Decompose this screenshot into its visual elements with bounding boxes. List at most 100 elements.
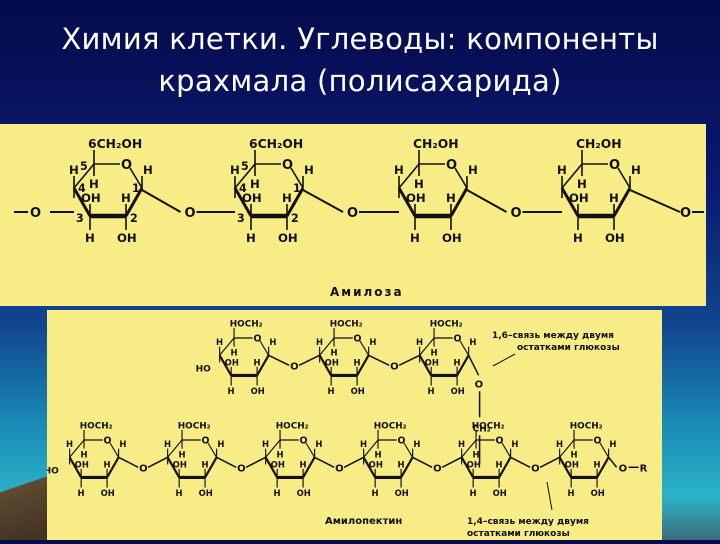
- atom-label: O: [103, 436, 111, 447]
- ring-bond: [319, 337, 335, 356]
- atom-label: H: [430, 347, 437, 357]
- branch-oxygen: O: [475, 379, 484, 390]
- glycosidic-bond: [539, 456, 560, 468]
- atom-label: H: [609, 191, 619, 205]
- ring-bond: [461, 439, 477, 458]
- atom-label: 5: [80, 160, 88, 173]
- atom-label: O: [593, 436, 601, 447]
- atom-label: H: [568, 488, 575, 498]
- atom-label: H: [276, 449, 283, 459]
- note-16-pointer: [492, 353, 516, 367]
- atom-label: OH: [493, 488, 507, 498]
- atom-label: H: [121, 191, 131, 205]
- slide-title: Химия клетки. Углеводы: компоненты крахм…: [0, 18, 720, 102]
- branch-ch2: CH₂: [473, 424, 491, 434]
- atom-label: H: [201, 459, 208, 469]
- ring-bond: [68, 456, 83, 478]
- oxygen-bridge: O: [390, 361, 399, 372]
- ring-bond: [219, 337, 235, 356]
- ring-bond: [256, 354, 270, 376]
- atom-label: OH: [351, 386, 365, 396]
- atom-label: H: [410, 231, 420, 245]
- atom-label: OH: [442, 231, 462, 245]
- ring-bond: [599, 442, 610, 458]
- atom-label: OH: [297, 488, 311, 498]
- bond-16-note-line-2: остатками глюкозы: [517, 343, 620, 353]
- ring-bond: [561, 163, 583, 189]
- atom-label: H: [228, 386, 235, 396]
- atom-label: O: [253, 334, 261, 345]
- ring-bond: [356, 354, 370, 376]
- atom-label: 6CH₂OH: [88, 137, 142, 151]
- atom-label: H: [176, 488, 183, 498]
- ring-bond: [400, 456, 414, 478]
- oxygen-bridge: O: [433, 463, 442, 474]
- atom-label: H: [458, 439, 465, 449]
- atom-label: OH: [406, 191, 426, 205]
- atom-label: 1: [293, 182, 301, 195]
- atom-label: H: [328, 386, 335, 396]
- atom-label: CH₂OH: [413, 137, 459, 151]
- oxygen-bridge: O: [139, 463, 148, 474]
- atom-label: H: [374, 449, 381, 459]
- glycosidic-bond: [629, 189, 681, 213]
- glycosidic-bond: [216, 456, 237, 468]
- glycosidic-bond: [118, 456, 139, 468]
- atom-label: H: [315, 439, 322, 449]
- atom-label: O: [353, 334, 361, 345]
- atom-label: HOCH₂: [472, 421, 505, 431]
- ring-bond: [124, 187, 144, 217]
- atom-label: OH: [271, 459, 285, 469]
- atom-label: OH: [75, 459, 89, 469]
- ring-bond: [264, 456, 279, 478]
- atom-label: O: [453, 334, 461, 345]
- bond-14-note-line-1: 1,4–связь между двумя: [467, 517, 589, 527]
- ring-bond: [318, 354, 333, 376]
- atom-label: OH: [395, 488, 409, 498]
- atom-label: H: [274, 488, 281, 498]
- atom-label: HOCH₂: [330, 319, 363, 329]
- atom-label: H: [573, 231, 583, 245]
- glycosidic-bond: [398, 354, 420, 366]
- atom-label: OH: [101, 488, 115, 498]
- ring-bond: [559, 439, 575, 458]
- atom-label: O: [397, 436, 405, 447]
- atom-label: H: [369, 337, 376, 347]
- glycosidic-bond: [412, 456, 433, 468]
- atom-label: H: [299, 459, 306, 469]
- ring-bond: [454, 167, 468, 189]
- branch-bond: [467, 354, 480, 376]
- atom-label: H: [414, 177, 424, 191]
- atom-label: OH: [173, 459, 187, 469]
- atom-label: OH: [278, 231, 298, 245]
- ring-bond: [359, 340, 370, 356]
- atom-label: H: [468, 163, 478, 177]
- bond-16-note-line-1: 1,6–связь между двумя: [492, 331, 614, 341]
- atom-label: OH: [251, 386, 265, 396]
- atom-label: H: [304, 163, 314, 177]
- atom-label: H: [164, 439, 171, 449]
- atom-label: OH: [81, 191, 101, 205]
- glycosidic-bond: [510, 456, 531, 468]
- ring-bond: [204, 456, 218, 478]
- atom-label: H: [89, 177, 99, 191]
- atom-label: H: [446, 191, 456, 205]
- atom-label: 5: [241, 160, 249, 173]
- title-line-2: крахмала (полисахарида): [158, 64, 562, 98]
- atom-label: H: [472, 449, 479, 459]
- atom-label: H: [428, 386, 435, 396]
- atom-label: H: [570, 449, 577, 459]
- atom-label: HOCH₂: [276, 421, 309, 431]
- atom-label: HOCH₂: [570, 421, 603, 431]
- atom-label: O: [201, 436, 209, 447]
- atom-label: OH: [369, 459, 383, 469]
- oxygen-bridge: O: [335, 463, 344, 474]
- atom-label: H: [316, 337, 323, 347]
